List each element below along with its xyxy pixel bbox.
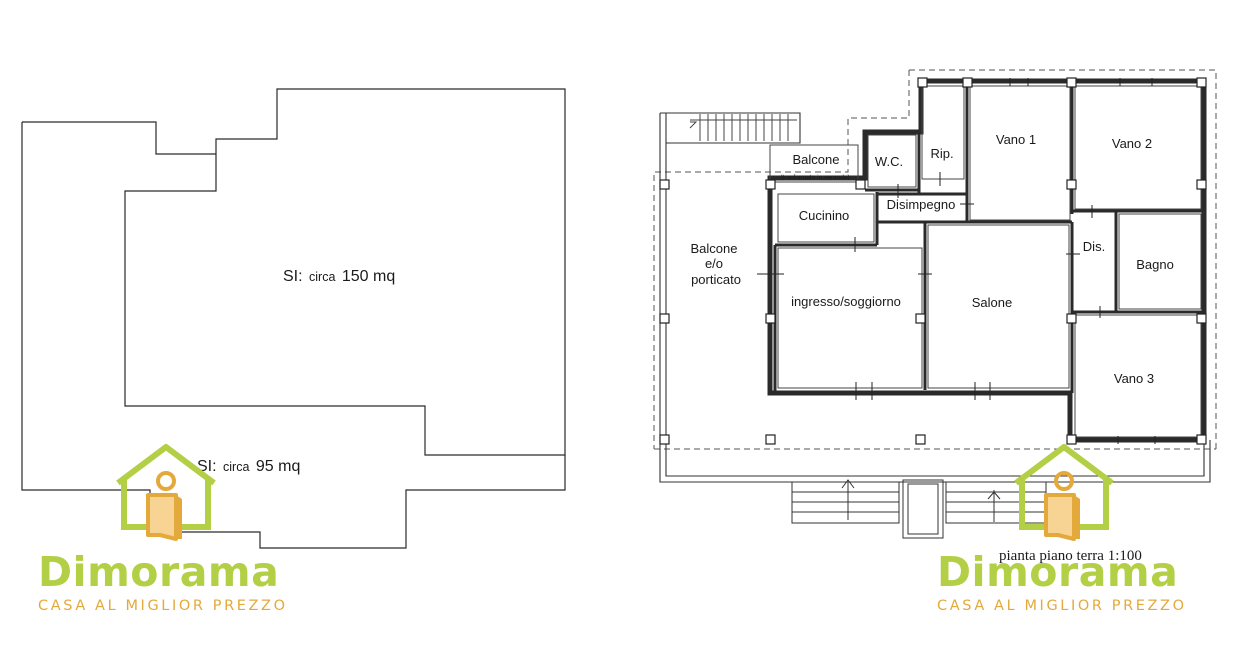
- house-logo-icon-right: [1014, 444, 1114, 541]
- area-lower-label: SI: circa 95 mq: [197, 458, 300, 475]
- room-outline-rip: [921, 85, 965, 180]
- pillars: [659, 77, 1207, 445]
- brand-name: Dimorama: [38, 548, 280, 596]
- left-plan-outline: [22, 88, 566, 456]
- room-outline-salone: [927, 224, 1070, 389]
- area-upper-label: SI: circa 150 mq: [283, 268, 395, 285]
- front-steps: [791, 479, 1047, 539]
- room-label-wc: W.C.: [875, 154, 903, 169]
- room-outline-wc: [867, 134, 917, 188]
- brand-name: Dimorama: [937, 548, 1179, 596]
- exterior-wall: [767, 78, 1207, 443]
- room-label-balcone: Balcone: [793, 152, 840, 167]
- room-outline-vano2: [1074, 85, 1202, 210]
- room-outline-vano1: [969, 85, 1071, 221]
- room-label-disimpegno: Disimpegno: [887, 197, 956, 212]
- room-label-dis: Dis.: [1083, 239, 1105, 254]
- left-plan-lower-outline: [21, 122, 566, 549]
- brand-tagline: CASA AL MIGLIOR PREZZO: [937, 598, 1187, 614]
- brand-tagline: CASA AL MIGLIOR PREZZO: [38, 598, 288, 614]
- upper-stair: [689, 114, 797, 141]
- room-label-balcone-porticato-3: porticato: [691, 272, 741, 287]
- room-outline-ingresso: [777, 247, 923, 389]
- room-label-bagno: Bagno: [1136, 257, 1174, 272]
- room-outline-cucinino: [777, 193, 875, 243]
- room-label-vano3: Vano 3: [1114, 371, 1154, 386]
- room-label-balcone-note: (trasformato in veranda): [780, 174, 849, 181]
- left-plan: [21, 88, 566, 549]
- openings: [757, 78, 1156, 444]
- terrace-top: [666, 112, 801, 144]
- room-label-balcone-porticato-2: e/o: [705, 256, 723, 271]
- house-logo-icon-left: [116, 444, 216, 541]
- room-outline-vano3: [1074, 314, 1202, 438]
- room-label-ingresso: ingresso/soggiorno: [791, 294, 901, 309]
- watermark-left: Dimorama CASA AL MIGLIOR PREZZO: [38, 552, 288, 614]
- room-label-cucinino: Cucinino: [799, 208, 850, 223]
- room-label-vano1: Vano 1: [996, 132, 1036, 147]
- room-outline-bagno: [1118, 213, 1202, 310]
- room-label-salone: Salone: [972, 295, 1012, 310]
- room-label-vano2: Vano 2: [1112, 136, 1152, 151]
- room-outline-balcone: [769, 144, 859, 183]
- room-label-rip: Rip.: [930, 146, 953, 161]
- room-label-balcone-porticato-1: Balcone: [691, 241, 738, 256]
- terrace-outline: [659, 112, 1211, 483]
- right-plan: Vano 1 Vano 2 Rip. W.C. Balcone (trasfor…: [653, 69, 1217, 539]
- scale-caption: pianta piano terra 1:100: [999, 548, 1142, 564]
- watermark-right: Dimorama CASA AL MIGLIOR PREZZO: [937, 552, 1187, 614]
